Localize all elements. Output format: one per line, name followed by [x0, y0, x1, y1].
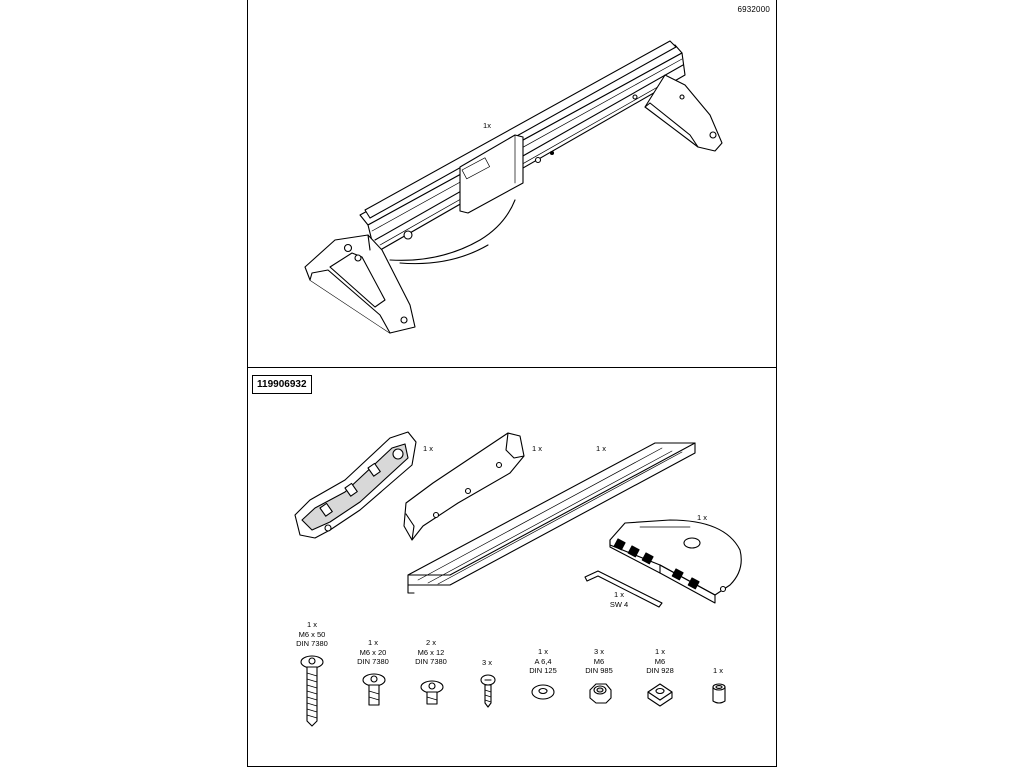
screw-icon — [480, 674, 496, 708]
bolt-m6x50-label: 1 x M6 x 50 DIN 7380 — [296, 620, 328, 649]
assembled-carrier-illustration — [304, 40, 723, 334]
screw-qty: 3 x — [481, 658, 493, 667]
clamp-pad-qty-label: 1 x — [531, 444, 543, 453]
section-divider — [247, 367, 777, 368]
spacer-qty: 1 x — [712, 666, 724, 675]
bolt-m6x20-label: 1 x M6 x 20 DIN 7380 — [357, 638, 389, 667]
washer-label: 1 x A 6,4 DIN 125 — [529, 647, 557, 676]
clamp-pad-part-icon — [403, 432, 525, 541]
bolt-m6x20-qty: 1 x — [367, 638, 378, 647]
hex-key-label: 1 x SW 4 — [610, 590, 628, 609]
spacer-icon — [712, 683, 726, 704]
hex-key-qty: 1 x — [613, 590, 624, 599]
bolt-m6x20-standard: DIN 7380 — [357, 657, 389, 666]
bolt-m6x50-icon — [300, 655, 324, 727]
bolt-m6x12-qty: 2 x — [425, 638, 436, 647]
kit-number: 119906932 — [252, 375, 312, 394]
rail-part-icon — [407, 442, 696, 594]
bolt-m6x50-standard: DIN 7380 — [296, 639, 328, 648]
article-number: 6932000 — [737, 5, 770, 14]
spacer-label: 1 x — [713, 666, 723, 676]
square-nut-size: M6 — [654, 656, 666, 666]
nut-din985-qty: 3 x — [593, 647, 605, 656]
bolt-m6x12-size: M6 x 12 — [417, 647, 445, 657]
bolt-m6x50-qty: 1 x — [306, 620, 317, 629]
bolt-m6x12-icon — [420, 680, 444, 705]
screw-label: 3 x — [482, 658, 492, 668]
washer-standard: DIN 125 — [529, 666, 557, 675]
hex-key-size: SW 4 — [609, 599, 629, 609]
bolt-m6x50-size: M6 x 50 — [298, 629, 326, 639]
bolt-m6x12-label: 2 x M6 x 12 DIN 7380 — [415, 638, 447, 667]
washer-qty: 1 x — [537, 647, 549, 656]
bolt-m6x20-size: M6 x 20 — [359, 647, 387, 657]
hex-key-icon — [584, 570, 663, 608]
grip-qty-label: 1 x — [422, 444, 434, 453]
nut-din985-icon — [589, 683, 612, 704]
nut-din985-size: M6 — [593, 656, 605, 666]
bolt-m6x20-icon — [362, 673, 386, 706]
grip-part-icon — [294, 431, 417, 539]
square-nut-qty: 1 x — [654, 647, 666, 656]
square-nut-label: 1 x M6 DIN 928 — [646, 647, 674, 676]
square-nut-standard: DIN 928 — [646, 666, 674, 675]
bolt-m6x12-standard: DIN 7380 — [415, 657, 447, 666]
washer-size: A 6,4 — [534, 656, 552, 666]
square-nut-icon — [647, 683, 673, 707]
nut-din985-standard: DIN 985 — [585, 666, 613, 675]
end-plate-part-icon — [609, 519, 742, 604]
assembly-quantity: 1x — [483, 121, 491, 130]
rail-qty-label: 1 x — [595, 444, 607, 453]
instruction-sheet: 6932000 — [247, 0, 777, 767]
end-plate-qty-label: 1 x — [696, 513, 708, 522]
nut-din985-label: 3 x M6 DIN 985 — [585, 647, 613, 676]
washer-icon — [531, 684, 555, 700]
